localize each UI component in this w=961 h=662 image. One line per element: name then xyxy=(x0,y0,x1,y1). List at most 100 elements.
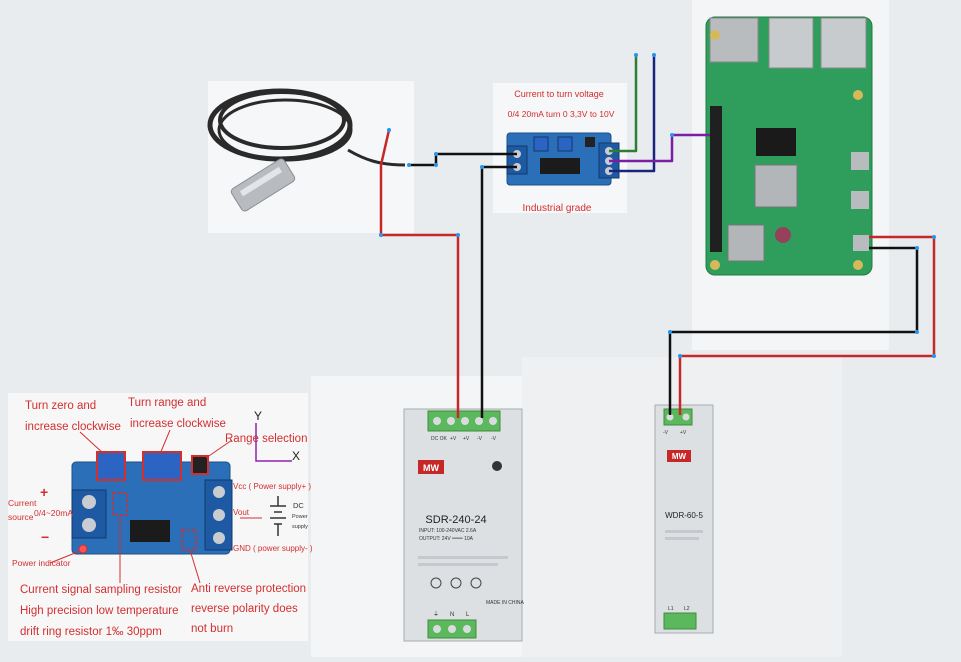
rpi-usbc-power-port xyxy=(853,235,869,251)
module-range-jumper xyxy=(191,455,209,475)
module-protection-mark xyxy=(181,529,197,551)
psu-large-top-screw-4 xyxy=(475,417,483,425)
psu-small-terminal-label-1: -V xyxy=(663,430,669,436)
sensor-cable-tail xyxy=(347,148,406,167)
pressure-sensor xyxy=(207,88,406,167)
junction xyxy=(668,330,672,334)
sensor-probe-shine xyxy=(239,166,282,197)
leader-power-indicator xyxy=(49,550,81,564)
psu-large-terminal-label-2: +V xyxy=(450,436,457,442)
dc-supply-symbol xyxy=(270,496,286,536)
label-current-source-2: source xyxy=(8,512,34,522)
axis-y-label: Y xyxy=(254,409,262,423)
psu-small: -V +V MW WDR-60-5 L1 L2 xyxy=(654,404,714,634)
psu-large-cert-2 xyxy=(450,577,462,589)
rpi-mount-hole-2 xyxy=(710,260,720,270)
psu-large-bottom-screw-3 xyxy=(463,625,471,633)
rpi-mount-hole-1 xyxy=(710,30,720,40)
converter-ic xyxy=(540,158,580,174)
label-dc-2: Power xyxy=(292,514,308,520)
rpi-logo xyxy=(775,227,791,243)
label-turn-range-2: increase clockwise xyxy=(130,418,226,430)
psu-large-input: INPUT: 100-240VAC 2.6A xyxy=(419,528,477,534)
psu-large-body xyxy=(403,408,523,642)
leader-zero xyxy=(79,431,105,455)
label-gnd: GND ( power supply- ) xyxy=(233,544,313,553)
label-precision-1: High precision low temperature xyxy=(20,605,179,617)
wire-converter-out-blue xyxy=(609,55,656,173)
rpi-usb3-port xyxy=(768,17,814,69)
junction xyxy=(379,233,383,237)
junction xyxy=(678,354,682,358)
module-input-screw-1 xyxy=(82,495,96,509)
label-anti-reverse-1: Anti reverse protection xyxy=(191,583,306,595)
label-dc-3: supply xyxy=(292,524,308,530)
module-leader-lines xyxy=(49,429,262,584)
leader-protection xyxy=(189,549,201,584)
label-precision-2: drift ring resistor 1‰ 30ppm xyxy=(20,626,162,638)
junction xyxy=(932,235,936,239)
psu-large-top-screw-3 xyxy=(461,417,469,425)
converter-zero-pot xyxy=(533,136,549,152)
module-input-screw-2 xyxy=(82,518,96,532)
psu-small-fine-print-2 xyxy=(665,537,699,540)
junction xyxy=(652,53,656,57)
label-dc-1: DC xyxy=(293,501,304,510)
wire-converter-out-green xyxy=(609,55,638,153)
rpi-wifi-module xyxy=(727,224,765,262)
wire-converter-to-rpi xyxy=(609,133,710,163)
axis-glyph: Y X xyxy=(254,409,300,463)
rpi-ram-chip xyxy=(756,128,796,156)
psu-small-model: WDR-60-5 xyxy=(665,511,703,520)
sensor-probe xyxy=(230,158,296,212)
module-output-screw-2 xyxy=(213,509,225,521)
rpi-ethernet-port xyxy=(709,17,759,63)
module-output-screw-3 xyxy=(213,532,225,544)
axis-lines xyxy=(255,423,292,462)
junction xyxy=(407,163,411,167)
psu-large-fine-print xyxy=(418,556,508,559)
psu-small-terminal-label-2: +V xyxy=(680,430,687,436)
psu-small-bottom-label-1: L1 xyxy=(668,606,674,612)
psu-large-top-screw-1 xyxy=(433,417,441,425)
converter-grade: Industrial grade xyxy=(523,203,592,214)
label-turn-range-1: Turn range and xyxy=(128,397,206,409)
module-ic xyxy=(130,520,170,542)
psu-large-bottom-screw-1 xyxy=(433,625,441,633)
leader-range xyxy=(159,429,171,455)
psu-large-bottom-label-2: N xyxy=(450,612,454,618)
psu-large-bottom-label-1: ⏚ xyxy=(433,611,439,618)
psu-large-brand-logo xyxy=(418,460,444,474)
psu-large-output: OUTPUT: 24V ═══ 10A xyxy=(419,536,474,542)
psu-small-fine-print xyxy=(665,530,703,533)
module-range-pot xyxy=(142,451,182,481)
psu-large-adjust-pot xyxy=(492,461,502,471)
wire-sensor-to-converter xyxy=(409,152,517,167)
psu-large-cert-3 xyxy=(470,577,482,589)
psu-small-top-screw-1 xyxy=(666,413,674,421)
psu-large-brand: MW xyxy=(423,463,439,473)
psu-large-cert-1 xyxy=(430,577,442,589)
junction xyxy=(915,246,919,250)
psu-small-bottom-terminal xyxy=(663,612,697,630)
label-turn-zero-2: increase clockwise xyxy=(25,421,121,433)
module-zero-pot xyxy=(96,451,126,481)
psu-large-bottom-screw-2 xyxy=(448,625,456,633)
module-labels: Turn zero and increase clockwise Turn ra… xyxy=(8,397,313,638)
converter-board xyxy=(506,132,620,186)
module-power-led xyxy=(78,544,88,554)
raspberry-pi-board xyxy=(705,16,873,276)
psu-large-top-screw-5 xyxy=(489,417,497,425)
wire-junctions xyxy=(379,53,936,358)
psu-small-bottom-label-2: L2 xyxy=(684,606,690,612)
psu-small-brand: MW xyxy=(672,452,687,461)
label-vout: Vout xyxy=(233,508,250,517)
label-sampling: Current signal sampling resistor xyxy=(20,584,182,596)
rpi-hdmi-port-1 xyxy=(851,152,869,170)
sensor-cable-coil-inner xyxy=(218,90,346,150)
label-input-plus: + xyxy=(40,484,48,500)
psu-large-model: SDR-240-24 xyxy=(425,514,486,526)
psu-large-terminal-label-1: DC OK xyxy=(431,436,448,442)
